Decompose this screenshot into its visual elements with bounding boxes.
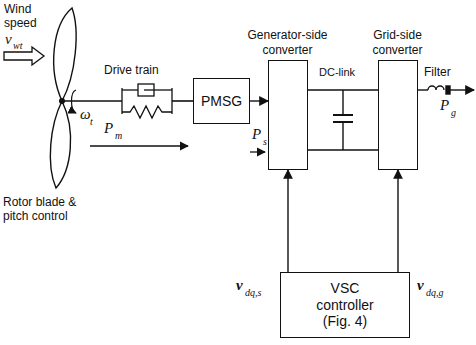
- subscript-label: dq,s: [245, 287, 261, 299]
- capacitor-symbol: [308, 90, 378, 150]
- subscript-label: s: [263, 136, 267, 148]
- converter-heading: Generator-side converter: [245, 28, 331, 57]
- shaft: [172, 100, 193, 102]
- subscript-label: m: [115, 130, 122, 142]
- power-arrow: [250, 151, 265, 152]
- subscript-label: g: [451, 107, 456, 119]
- text-label: Drive train: [104, 64, 159, 78]
- text-label: Wind speed: [4, 3, 48, 31]
- text-label: v: [417, 277, 424, 294]
- text-label: P: [440, 97, 449, 114]
- connector: [397, 170, 398, 272]
- text-label: DC-link: [319, 66, 355, 79]
- box-text: PMSG: [201, 93, 242, 110]
- power-arrow: [90, 145, 188, 146]
- converter-heading: Grid-side converter: [362, 28, 434, 57]
- text-label: ω: [80, 106, 91, 123]
- subscript-label: t: [90, 116, 93, 128]
- controller-box: VSC controller (Fig. 4): [280, 272, 410, 338]
- wind-arrow: [4, 47, 44, 65]
- rotor-blade: [50, 101, 70, 188]
- text-label: P: [252, 126, 261, 143]
- text-label: v: [5, 31, 12, 48]
- generator-box: PMSG: [193, 78, 250, 124]
- connector: [308, 89, 378, 90]
- filter-symbol: [418, 86, 474, 94]
- text-label: v: [236, 277, 243, 294]
- text-label: Filter: [424, 66, 451, 80]
- rotation-arrow: [72, 90, 77, 113]
- text-label: P: [104, 120, 113, 137]
- text-label: Rotor blade & pitch control: [3, 196, 93, 224]
- connector: [287, 170, 288, 272]
- subscript-label: wt: [13, 40, 22, 52]
- rotor-blade: [54, 8, 76, 101]
- drive-train-symbol: [122, 84, 172, 118]
- subscript-label: dq,g: [426, 287, 444, 299]
- box-text: VSC controller (Fig. 4): [305, 280, 385, 330]
- converter-box: Generator-side converter: [268, 60, 308, 170]
- connector: [250, 100, 268, 101]
- converter-box: Grid-side converter: [378, 60, 418, 170]
